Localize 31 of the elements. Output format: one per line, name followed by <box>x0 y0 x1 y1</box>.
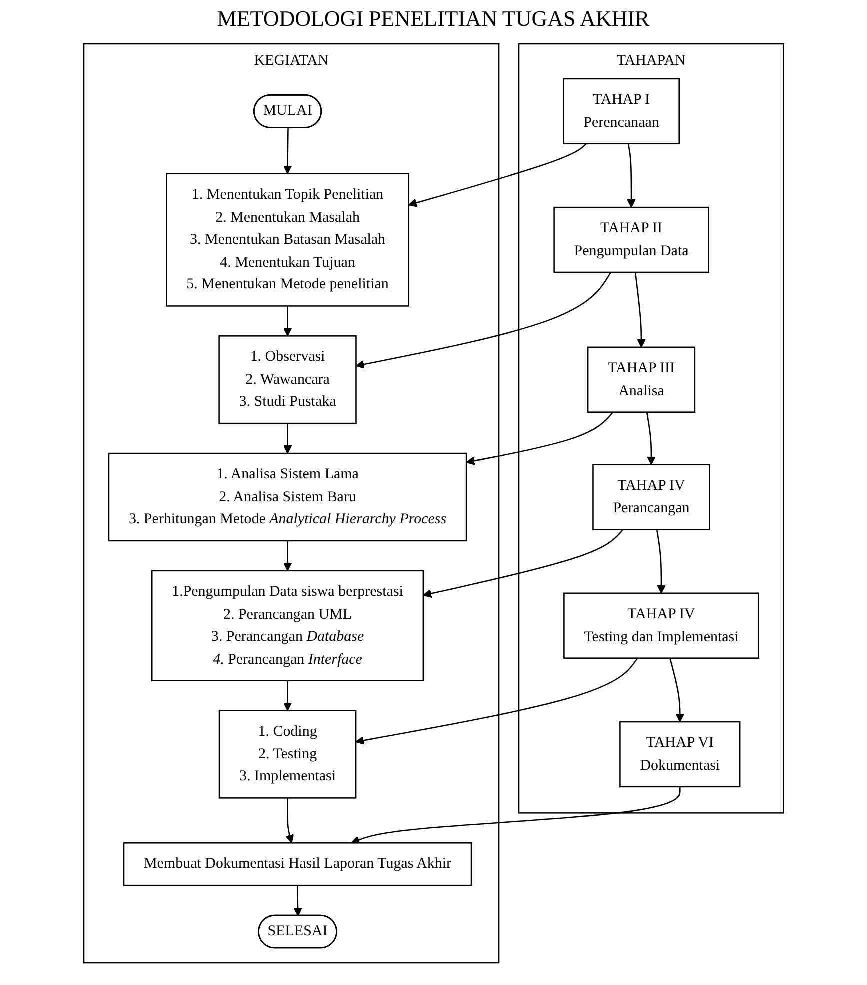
arrow <box>408 143 587 208</box>
arrow <box>646 412 656 466</box>
node-box: TAHAP IV Perancangan <box>592 464 710 530</box>
diagram-title: METODOLOGI PENELITIAN TUGAS AKHIR <box>217 6 650 32</box>
arrow <box>356 272 612 369</box>
arrow <box>669 658 684 722</box>
node-box: 1. Analisa Sistem Lama 2. Analisa Sistem Baru 3. Perhitungan Metode Analytical Hierarchy Process <box>108 452 467 542</box>
arrow <box>283 128 292 174</box>
arrow <box>283 680 292 712</box>
arrow <box>350 786 680 844</box>
node-box: 1. Observasi 2. Wawancara 3. Studi Pustaka <box>218 336 357 424</box>
arrow <box>466 412 614 466</box>
node-box: TAHAP IV Testing dan Implementasi <box>563 592 760 659</box>
node-box: 1. Coding 2. Testing 3. Implementasi <box>218 710 356 799</box>
arrow <box>355 658 638 745</box>
arrow <box>283 306 292 337</box>
node-box: Membuat Dokumentasi Hasil Laporan Tugas Akhir <box>123 842 472 886</box>
arrow <box>283 424 292 454</box>
arrow <box>656 530 666 594</box>
arrow <box>285 798 294 844</box>
node-box: TAHAP VI Dokumentasi <box>619 721 740 788</box>
arrow <box>626 144 636 208</box>
node-box: TAHAP II Pengumpulan Data <box>553 206 709 274</box>
node-box: 1. Menentukan Topik Penelitian 2. Menentukan Masalah 3. Menentukan Batasan Masalah 4. Menentukan Tujuan 5. Menentukan Metode penelitian <box>166 173 410 307</box>
node-box: 1.Pengumpulan Data siswa berprestasi 2. Perancangan UML 3. Perancangan Database 4. Perancangan Interface <box>151 570 424 682</box>
arrow <box>422 529 624 598</box>
node-box: TAHAP III Analisa <box>587 346 696 413</box>
node-box: TAHAP I Perencanaan <box>562 78 680 145</box>
arrow <box>293 886 302 916</box>
arrow <box>634 272 646 348</box>
arrow <box>283 540 292 572</box>
